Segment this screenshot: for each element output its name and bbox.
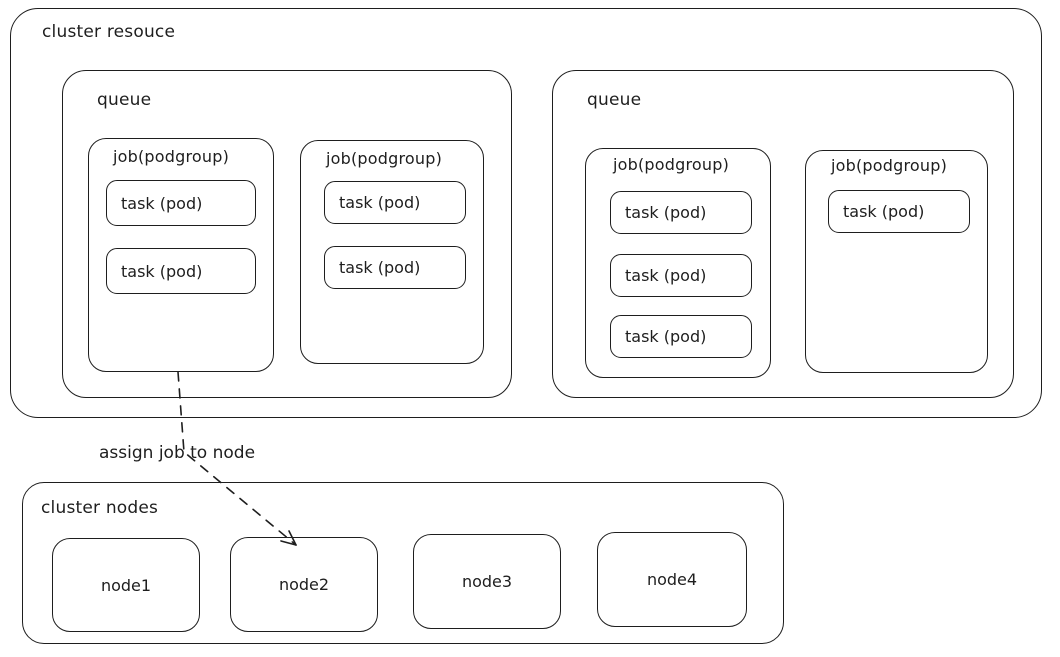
queue-2-job-2-label: job(podgroup) [831, 156, 948, 175]
queue-1-job-1-label: job(podgroup) [113, 147, 230, 166]
queue-1-label: queue [97, 90, 152, 110]
assign-job-arrow-label: assign job to node [99, 443, 256, 463]
queue-1-job-2-task-2: task (pod) [324, 246, 466, 289]
queue-1-job-2-label: job(podgroup) [326, 149, 443, 168]
queue-1-job-2-box [300, 140, 484, 364]
queue-1-job-1-task-2: task (pod) [106, 248, 256, 294]
queue-2-box [552, 70, 1014, 398]
node-box-node3: node3 [413, 534, 561, 629]
queue-2-job-1-task-2: task (pod) [610, 254, 752, 297]
queue-1-job-1-task-1: task (pod) [106, 180, 256, 226]
queue-2-job-1-task-1: task (pod) [610, 191, 752, 234]
queue-2-label: queue [587, 90, 642, 110]
cluster-resource-box [10, 8, 1042, 418]
queue-2-job-2-task-1: task (pod) [828, 190, 970, 233]
cluster-resource-label: cluster resouce [42, 22, 176, 42]
queue-2-job-1-box [585, 148, 771, 378]
queue-2-job-1-label: job(podgroup) [613, 155, 730, 174]
node-box-node1: node1 [52, 538, 200, 632]
node-box-node4: node4 [597, 532, 747, 627]
cluster-nodes-label: cluster nodes [41, 498, 159, 518]
queue-1-job-2-task-1: task (pod) [324, 181, 466, 224]
node-box-node2: node2 [230, 537, 378, 632]
queue-2-job-1-task-3: task (pod) [610, 315, 752, 358]
cluster-nodes-box [22, 482, 784, 644]
queue-2-job-2-box [805, 150, 988, 373]
